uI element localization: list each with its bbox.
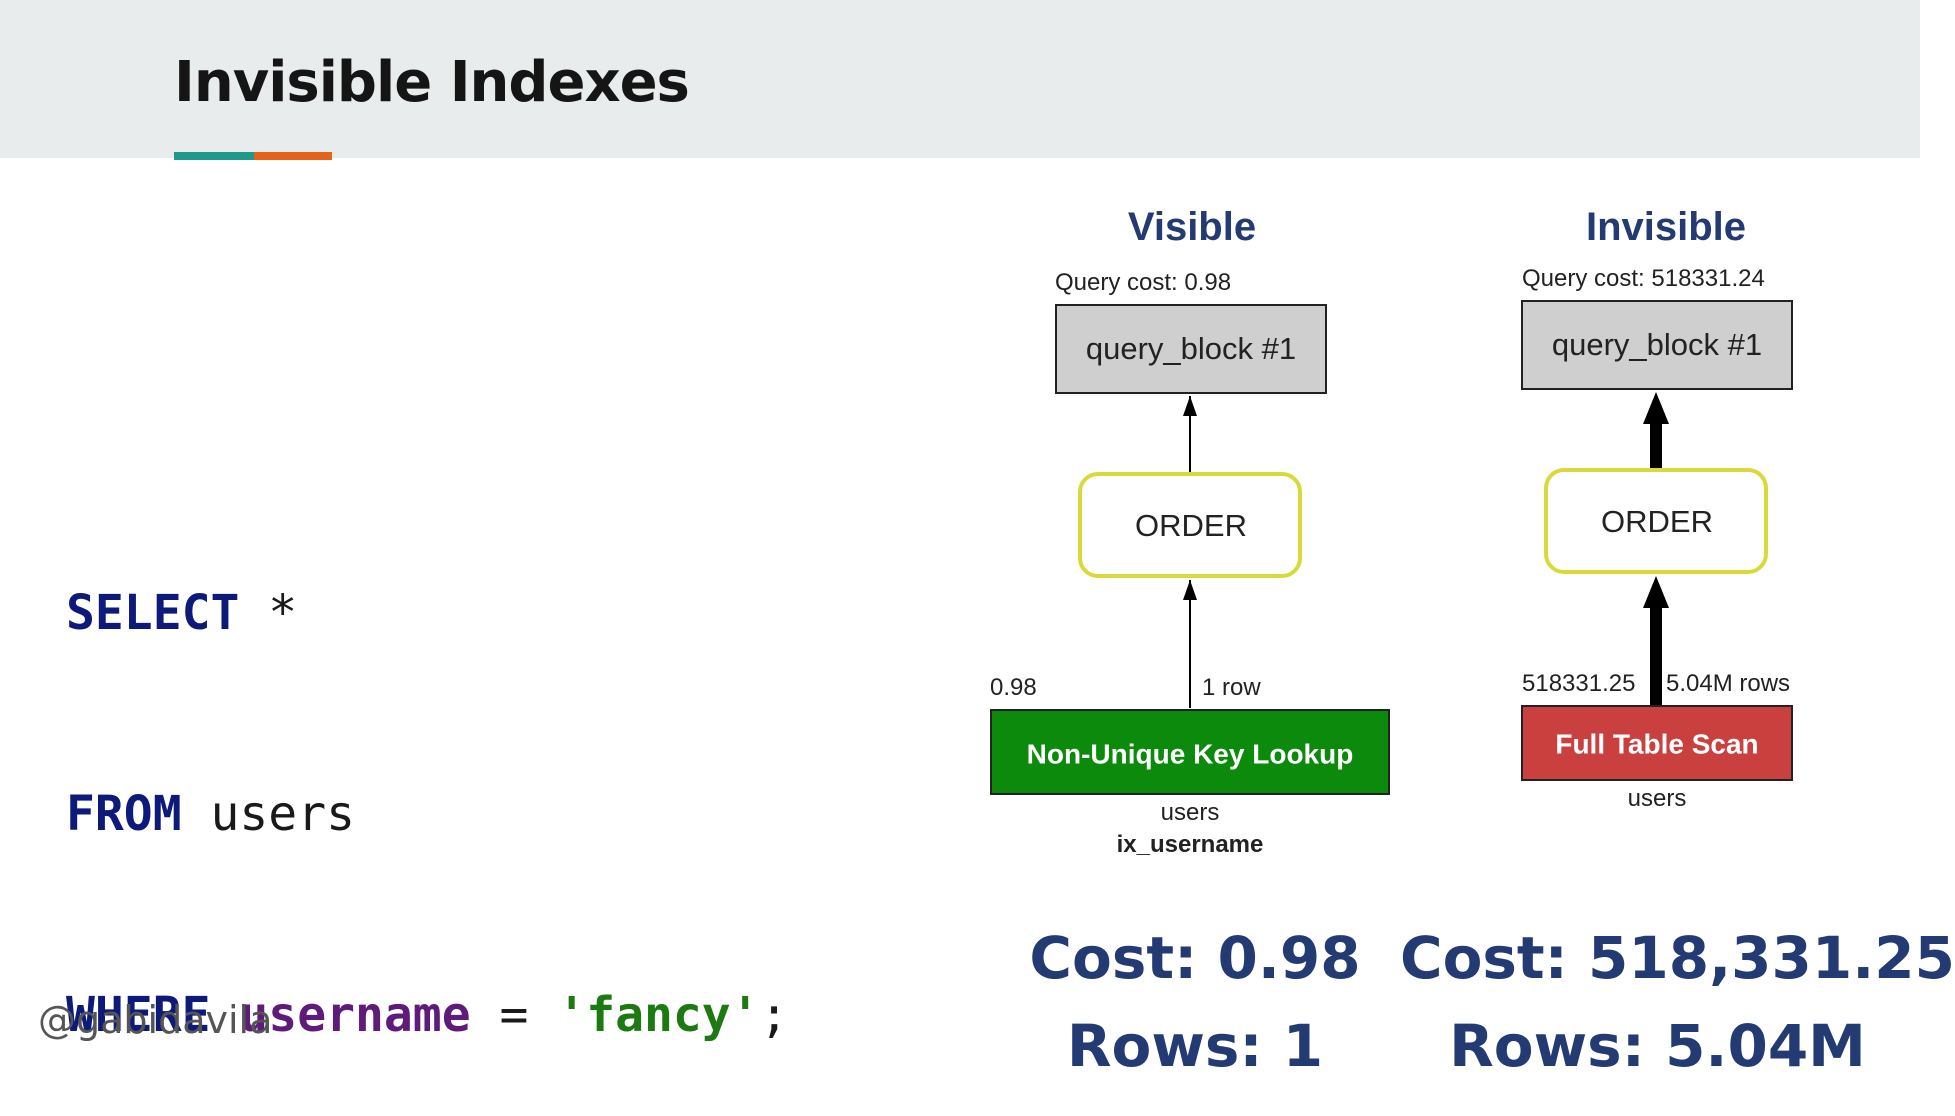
code-from-rest: users xyxy=(181,786,355,842)
visible-order-label: ORDER xyxy=(1135,508,1247,543)
invisible-arrowhead-2 xyxy=(1643,576,1669,608)
visible-access-box xyxy=(990,709,1390,795)
visible-access-label: Non-Unique Key Lookup xyxy=(1027,738,1354,769)
visible-table-name: users xyxy=(1161,799,1220,826)
invisible-diagram: Invisible Query cost: 518331.24 query_bl… xyxy=(1521,205,1793,812)
code-operator: = xyxy=(470,987,558,1043)
visible-query-block-box xyxy=(1055,304,1327,394)
invisible-table-name: users xyxy=(1628,785,1687,812)
invisible-order-label: ORDER xyxy=(1601,504,1713,539)
visible-rows-summary: Rows: 1 xyxy=(1066,1012,1324,1080)
code-string-value: 'fancy' xyxy=(557,987,760,1043)
invisible-access-box xyxy=(1521,705,1793,781)
visible-edge-rows: 1 row xyxy=(1202,674,1261,701)
visible-arrowhead-1 xyxy=(1183,396,1197,416)
invisible-order-box xyxy=(1544,468,1768,574)
invisible-arrowhead-1 xyxy=(1643,392,1669,424)
author-handle: @gabidavila xyxy=(38,998,273,1042)
invisible-query-block-box xyxy=(1521,300,1793,390)
invisible-heading: Invisible xyxy=(1586,205,1746,249)
code-line-3: WHERE username = 'fancy'; xyxy=(66,982,789,1049)
code-column: username xyxy=(239,987,471,1043)
title-accent-teal xyxy=(174,152,254,160)
invisible-query-block-label: query_block #1 xyxy=(1552,327,1762,362)
visible-diagram: Visible Query cost: 0.98 query_block #1 … xyxy=(990,205,1390,858)
code-keyword-select: SELECT xyxy=(66,585,240,641)
code-semicolon: ; xyxy=(759,987,789,1043)
slide-title: Invisible Indexes xyxy=(174,50,690,115)
code-select-rest: * xyxy=(239,585,298,641)
code-keyword-from: FROM xyxy=(66,786,182,842)
explain-diagrams: Visible Query cost: 0.98 query_block #1 … xyxy=(990,205,1793,858)
invisible-cost-summary: Cost: 518,331.25 xyxy=(1400,924,1955,992)
invisible-edge-rows: 5.04M rows xyxy=(1666,670,1790,697)
visible-cost-summary: Cost: 0.98 xyxy=(1029,924,1361,992)
visible-order-box xyxy=(1078,472,1302,578)
invisible-query-cost: Query cost: 518331.24 xyxy=(1522,265,1765,292)
visible-edge-cost: 0.98 xyxy=(990,674,1037,701)
code-line-1: SELECT * xyxy=(66,580,789,647)
visible-query-cost: Query cost: 0.98 xyxy=(1055,269,1231,296)
visible-query-block-label: query_block #1 xyxy=(1086,331,1296,366)
invisible-edge-cost: 518331.25 xyxy=(1522,670,1635,697)
invisible-access-label: Full Table Scan xyxy=(1555,728,1758,759)
sql-code-block: SELECT * FROM users WHERE username = 'fa… xyxy=(66,446,789,1116)
invisible-rows-summary: Rows: 5.04M xyxy=(1449,1012,1866,1080)
code-line-2: FROM users xyxy=(66,781,789,848)
visible-heading: Visible xyxy=(1128,205,1256,249)
visible-index-name: ix_username xyxy=(1117,831,1264,858)
title-accent-orange xyxy=(254,152,332,160)
code-keyword-where: WHERE xyxy=(66,987,211,1043)
slide-header xyxy=(0,0,1920,158)
visible-arrowhead-2 xyxy=(1183,580,1197,600)
